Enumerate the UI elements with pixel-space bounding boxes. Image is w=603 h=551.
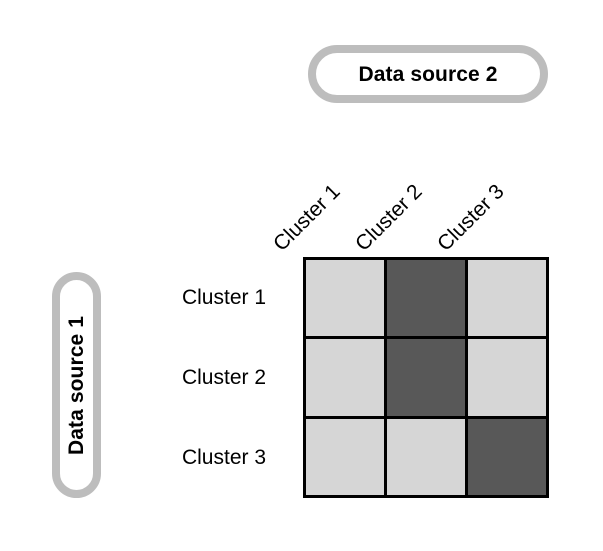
heatmap-cell <box>468 260 546 337</box>
heatmap-cell <box>468 418 546 495</box>
row-header-2: Cluster 2 <box>120 337 292 417</box>
column-header-1-label: Cluster 1 <box>269 180 345 256</box>
data-source-1-label: Data source 1 <box>65 315 88 455</box>
row-headers: Cluster 1 Cluster 2 Cluster 3 <box>120 257 292 498</box>
heatmap-matrix <box>303 257 549 498</box>
row-header-2-label: Cluster 2 <box>181 365 266 389</box>
row-header-1: Cluster 1 <box>120 257 292 337</box>
row-header-3: Cluster 3 <box>120 418 292 498</box>
column-headers: Cluster 1 Cluster 2 Cluster 3 <box>269 130 549 257</box>
heatmap-cell <box>387 260 465 337</box>
heatmap-cell <box>306 418 384 495</box>
heatmap-cell <box>387 339 465 416</box>
row-header-1-label: Cluster 1 <box>181 285 266 309</box>
row-header-3-label: Cluster 3 <box>181 446 266 470</box>
data-source-2-pill: Data source 2 <box>308 45 548 103</box>
heatmap-cell <box>306 260 384 337</box>
heatmap-cell <box>387 418 465 495</box>
heatmap-cell <box>468 339 546 416</box>
heatmap-cell <box>306 339 384 416</box>
data-source-1-pill: Data source 1 <box>52 272 101 498</box>
data-source-2-label: Data source 2 <box>358 62 498 86</box>
column-header-3: Cluster 3 <box>433 130 549 257</box>
